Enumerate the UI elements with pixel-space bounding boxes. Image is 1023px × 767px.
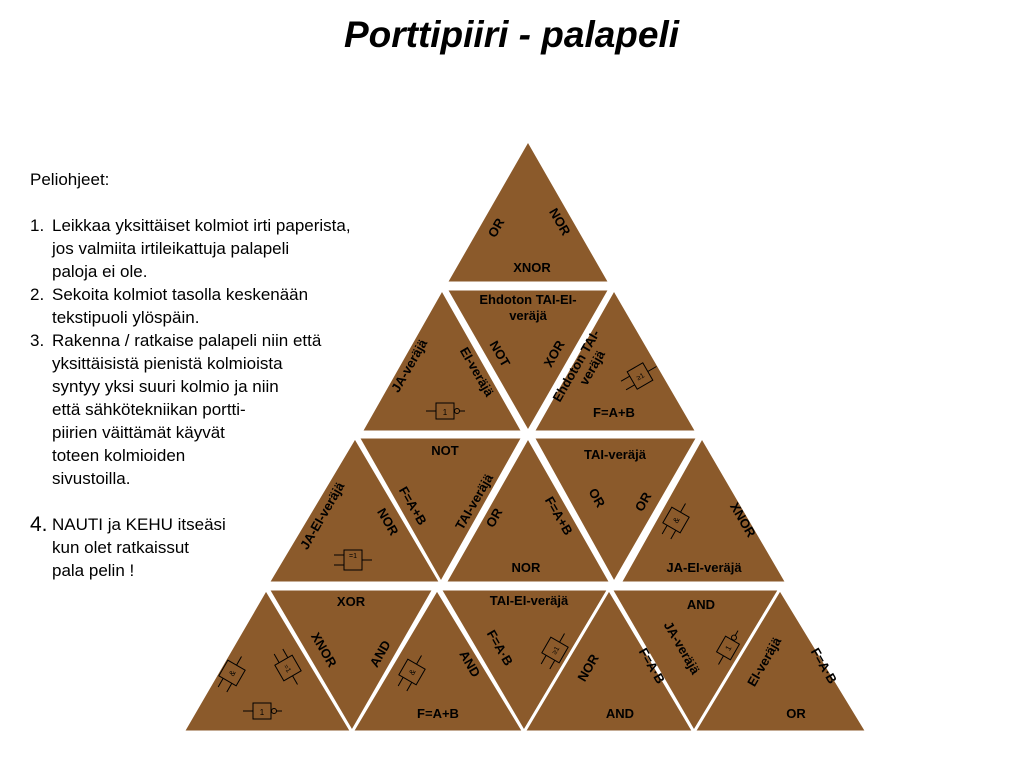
step-text: Leikkaa yksittäiset kolmiot irti paperis…: [52, 216, 351, 281]
tile-label: F=A+B: [593, 405, 635, 420]
or-gate-icon: ≥1: [536, 628, 574, 672]
puzzle-tile-8[interactable]: [530, 435, 701, 587]
puzzle-tile-6[interactable]: [355, 435, 526, 587]
gate-symbol: ≥1: [551, 646, 561, 656]
puzzle-tile-7[interactable]: [442, 433, 614, 585]
and-gate-icon: &: [657, 498, 695, 542]
puzzle-tile-2[interactable]: [358, 285, 526, 434]
gate-symbol: =1: [282, 664, 292, 675]
instructions-heading: Peliohjeet:: [30, 170, 110, 189]
tile-label: XNOR: [513, 260, 551, 275]
gate-symbol: 1: [723, 644, 733, 653]
gate-symbol: &: [671, 515, 682, 525]
puzzle-tile-16[interactable]: [691, 586, 870, 734]
instruction-step-2: 2. Sekoita kolmiot tasolla keskenään tek…: [30, 283, 430, 329]
gate-symbol: ≥1: [636, 372, 646, 382]
puzzle-tile-3[interactable]: [443, 287, 613, 436]
tile-label: F=A+B: [417, 706, 459, 721]
page-title: Porttipiiri - palapeli: [343, 14, 680, 55]
gate-symbol: &: [227, 668, 238, 678]
tile-label: TAI-veräjä: [584, 447, 647, 462]
tile-label: JA-EI-veräjä: [666, 560, 742, 575]
tile-label: NOT: [431, 443, 459, 458]
not-gate-icon: 1: [242, 702, 283, 720]
xor-gate-icon: =1: [333, 549, 373, 571]
not-gate-icon: 1: [711, 626, 746, 669]
and-gate-icon: &: [213, 651, 251, 695]
tile-label: AND: [606, 706, 634, 721]
step-number: 2.: [30, 285, 45, 304]
instructions: Peliohjeet: 1. Leikkaa yksittäiset kolmi…: [30, 168, 430, 582]
tile-label: AND: [687, 597, 715, 612]
step-number: 3.: [30, 331, 45, 350]
gate-symbol: &: [407, 667, 418, 677]
tile-label: TAI-EI-veräjä: [490, 593, 569, 608]
instruction-step-1: 1. Leikkaa yksittäiset kolmiot irti pape…: [30, 214, 430, 283]
gate-symbol: =1: [349, 553, 357, 560]
instruction-step-4: 4. NAUTI ja KEHU itseäsi kun olet ratkai…: [30, 513, 430, 582]
and-gate-icon: &: [393, 650, 431, 694]
puzzle-tile-9[interactable]: [617, 433, 790, 585]
puzzle-tile-4[interactable]: [530, 285, 700, 434]
tile-label: OR: [786, 706, 806, 721]
gate-symbol: 1: [443, 408, 448, 417]
step-text: Sekoita kolmiot tasolla keskenään teksti…: [52, 285, 309, 327]
puzzle-tile-1[interactable]: [443, 136, 613, 285]
instruction-step-3: 3. Rakenna / ratkaise palapeli niin että…: [30, 329, 430, 490]
or-gate-icon: ≥1: [618, 357, 662, 395]
xor-gate-icon: =1: [269, 646, 307, 690]
tile-label: XOR: [337, 594, 366, 609]
not-gate-icon: 1: [425, 402, 466, 420]
tile-label: NOR: [512, 560, 542, 575]
gate-symbol: 1: [260, 708, 265, 717]
step-number: 4.: [30, 513, 48, 536]
step-text: Rakenna / ratkaise palapeli niin että yk…: [52, 331, 322, 488]
step-text: NAUTI ja KEHU itseäsi kun olet ratkaissu…: [52, 515, 226, 580]
tile-label: veräjä: [509, 308, 547, 323]
tile-label: Ehdoton TAI-EI-: [479, 292, 576, 307]
step-number: 1.: [30, 216, 45, 235]
